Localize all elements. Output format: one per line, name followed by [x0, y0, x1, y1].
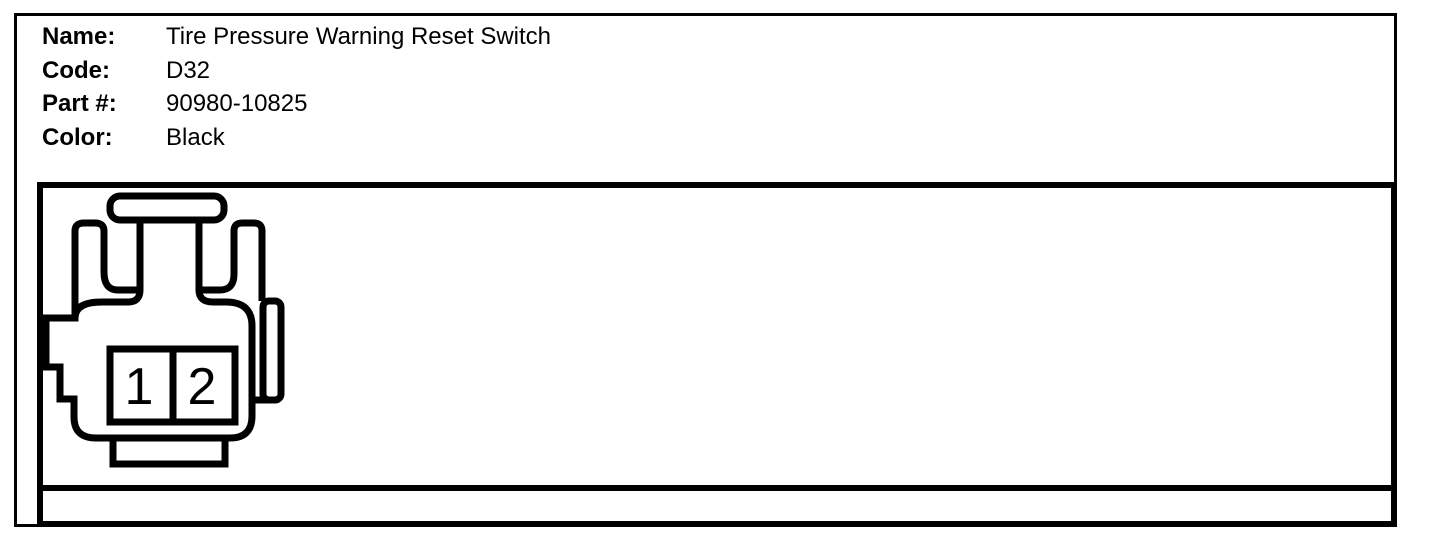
header-fields: Name: Tire Pressure Warning Reset Switch…: [42, 20, 551, 155]
part-number-label: Part #:: [42, 90, 117, 118]
connector-lock-tab: [106, 192, 228, 224]
code-label: Code:: [42, 56, 110, 84]
field-row-color: Color: Black: [42, 121, 551, 155]
field-row-name: Name: Tire Pressure Warning Reset Switch: [42, 20, 551, 54]
connector-left-latch: [71, 219, 140, 316]
field-row-code: Code: D32: [42, 54, 551, 88]
connector-side-rib: [259, 297, 285, 404]
pin-2-label: 2: [188, 358, 217, 416]
diagram-box-divider: [43, 485, 1391, 491]
connector-right-latch: [199, 219, 266, 301]
code-value: D32: [166, 56, 211, 84]
color-label: Color:: [42, 123, 113, 151]
pin-1-label: 1: [125, 358, 154, 416]
color-value: Black: [166, 123, 225, 151]
name-label: Name:: [42, 22, 116, 50]
field-row-part-number: Part #: 90980-10825: [42, 87, 551, 121]
name-value: Tire Pressure Warning Reset Switch: [166, 22, 552, 50]
part-number-value: 90980-10825: [166, 90, 308, 118]
